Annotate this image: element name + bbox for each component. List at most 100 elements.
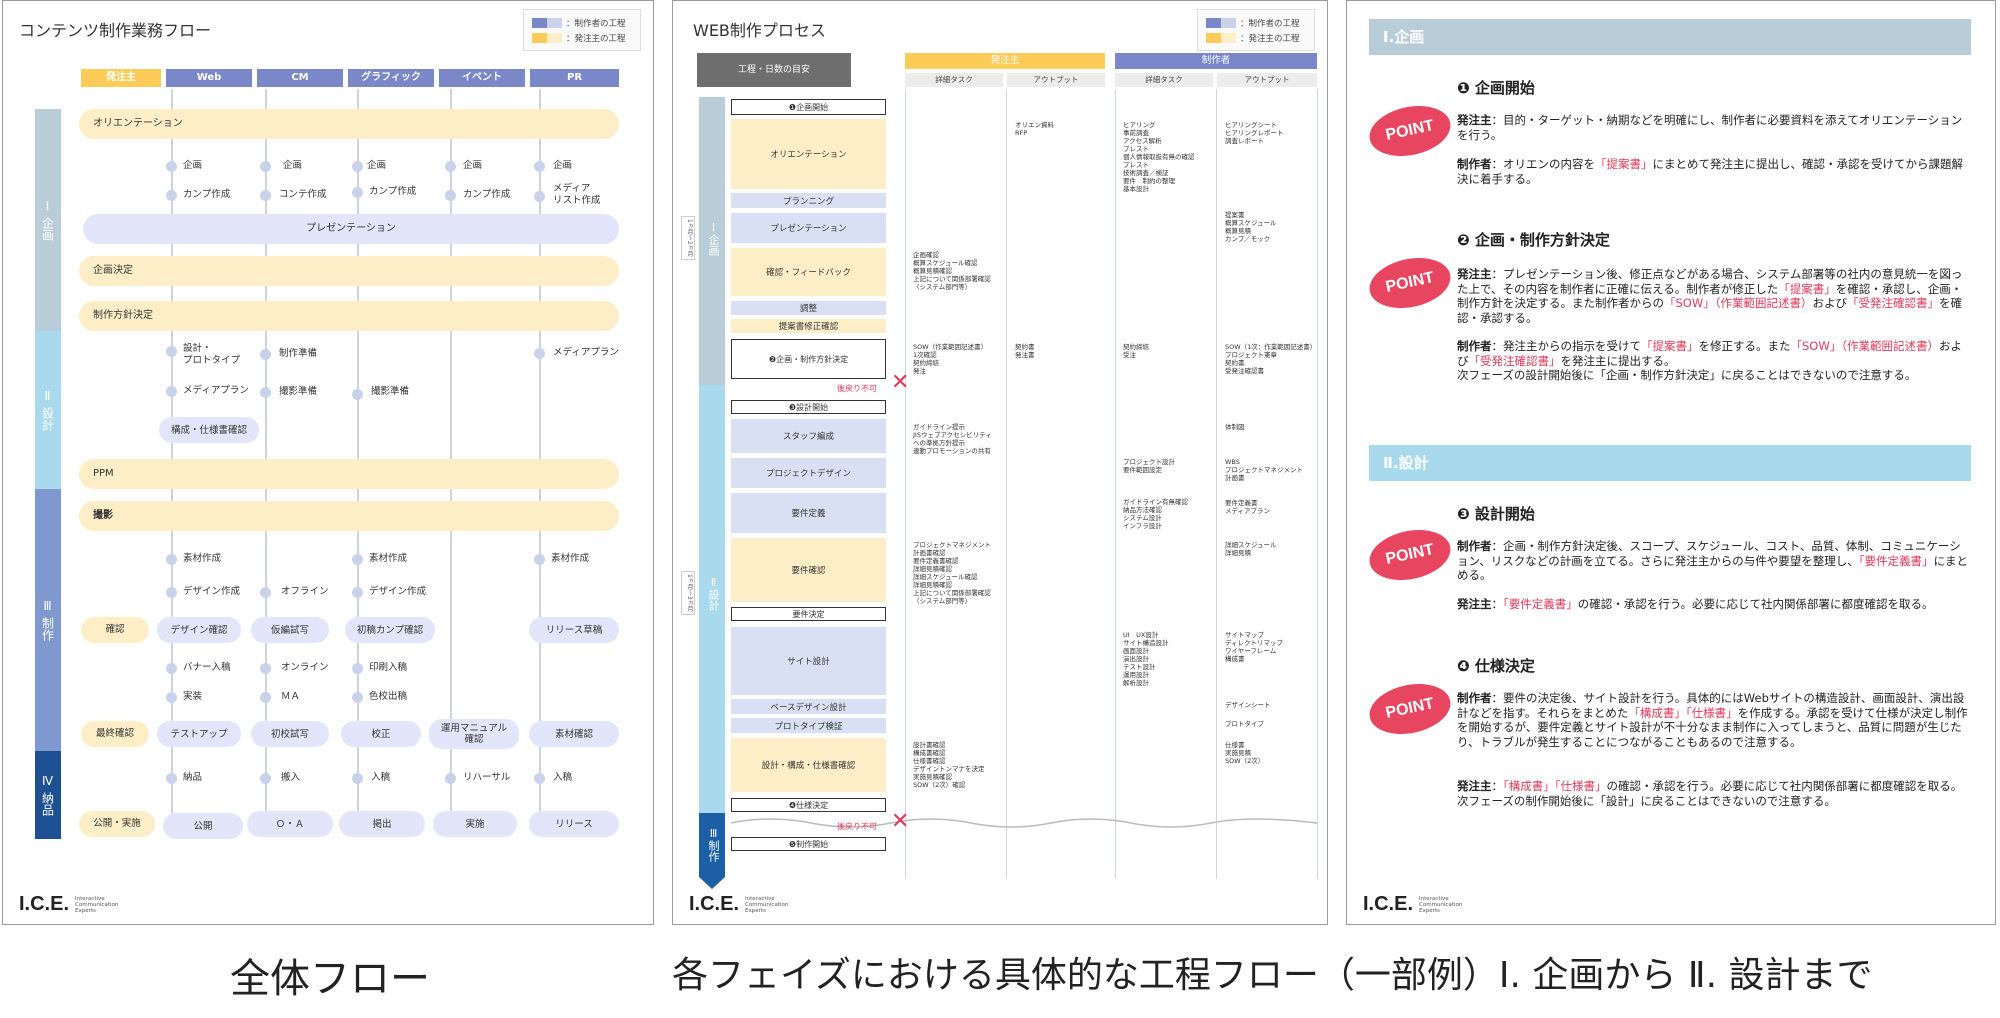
dot bbox=[260, 349, 271, 360]
cell: 契約締結 受注 bbox=[1123, 343, 1149, 359]
col-graphic: グラフィック bbox=[348, 69, 434, 87]
orient-band: オリエンテーション bbox=[79, 109, 619, 139]
step-box: ❶企画開始 bbox=[731, 99, 886, 115]
web-item: カンプ作成 bbox=[183, 189, 231, 200]
cell: プロトタイプ bbox=[1225, 720, 1264, 728]
dot bbox=[166, 554, 177, 565]
step-box: 提案書修正確認 bbox=[731, 319, 886, 333]
grid-line bbox=[1115, 89, 1116, 879]
event-item: カンプ作成 bbox=[463, 189, 511, 200]
spec-check-chip: 構成・仕様書確認 bbox=[159, 417, 259, 443]
cm-item: 撮影準備 bbox=[279, 386, 318, 397]
decide-band: 企画決定 bbox=[79, 256, 619, 286]
legend-creator: ：制作者の工程 bbox=[566, 18, 626, 29]
cell: 体制図 bbox=[1225, 423, 1245, 431]
graphic-item: 色校出稿 bbox=[369, 691, 408, 702]
cell: SOW（作業範囲記述書） 1次確認 契約締結 発注 bbox=[913, 343, 988, 375]
point-text: 制作者：要件の決定後、サイト設計を行う。具体的にはWebサイトの構造設計、画面設… bbox=[1457, 691, 1968, 749]
point-text: 発注主：「要件定義書」の確認・承認を行う。必要に応じて社内関係部署に都度確認を取… bbox=[1457, 597, 1934, 611]
ppm-band: PPM bbox=[79, 459, 619, 489]
event-item: 企画 bbox=[463, 160, 483, 171]
dot bbox=[166, 386, 177, 397]
col-client: 発注主 bbox=[81, 69, 161, 87]
step-box: 要件定義 bbox=[731, 493, 886, 533]
cell: 提案書 概算スケジュール 概算見積 カンプ／モック bbox=[1225, 211, 1277, 243]
step-box: 確認・フィードバック bbox=[731, 248, 886, 296]
dot bbox=[445, 773, 456, 784]
graphic-item: 入稿 bbox=[371, 772, 391, 783]
client-task-header: 詳細タスク bbox=[905, 73, 1003, 87]
kamp-check-chip: 初稿カンプ確認 bbox=[345, 617, 435, 643]
dot bbox=[352, 663, 363, 674]
dot bbox=[260, 587, 271, 598]
release-draft-chip: リリース草稿 bbox=[529, 617, 619, 643]
ice-logo: I.C.E.Interactive Communication Experts bbox=[689, 893, 789, 915]
cell: デザインシート bbox=[1225, 701, 1271, 709]
creator-task-header: 詳細タスク bbox=[1115, 73, 1213, 87]
graphic-item: 撮影準備 bbox=[371, 386, 410, 397]
schedule-header: 工程・日数の目安 bbox=[697, 53, 851, 87]
dot bbox=[260, 663, 271, 674]
overall-flow-panel: コンテンツ制作業務フロー ：制作者の工程 ：発注主の工程 発注主 Web CM … bbox=[2, 0, 654, 925]
manual-chip: 運用マニュアル 確認 bbox=[429, 719, 519, 749]
point-title: ❹ 仕様決定 bbox=[1457, 657, 1535, 675]
cm-item: 搬入 bbox=[281, 772, 301, 783]
no-return-mark: ✕ bbox=[891, 809, 910, 834]
cell: ヒアリングシート ヒアリングレポート 調査レポート bbox=[1225, 121, 1284, 145]
panel-title: WEB制作プロセス bbox=[693, 21, 826, 40]
dot bbox=[445, 161, 456, 172]
pr-item: 入稿 bbox=[553, 772, 573, 783]
grid-line bbox=[1317, 89, 1318, 879]
point-text: 制作者：オリエンの内容を「提案書」にまとめて発注主に提出し、確認・承認を受けてか… bbox=[1457, 157, 1963, 186]
dot bbox=[352, 587, 363, 598]
karishi-chip: 仮編試写 bbox=[251, 617, 329, 643]
dot bbox=[260, 773, 271, 784]
cell: 要件定義書 メディアプラン bbox=[1225, 499, 1271, 515]
step-box: 調整 bbox=[731, 301, 886, 315]
point-title: ❶ 企画開始 bbox=[1457, 79, 1535, 97]
web-item: メディアプラン bbox=[183, 385, 249, 396]
cell: オリエン資料 RFP bbox=[1015, 121, 1054, 137]
step-box: ❺制作開始 bbox=[731, 837, 886, 851]
cell: UI UX設計 サイト構造設計 画面設計 演出設計 テスト設計 運用設計 解析設… bbox=[1123, 631, 1169, 687]
phase-design: Ⅱ 設計 bbox=[35, 331, 61, 489]
points-panel: Ⅰ.企画 Ⅱ.設計 POINT ❶ 企画開始 発注主：目的・ターゲット・納期など… bbox=[1346, 0, 1996, 925]
confirm-chip: 確認 bbox=[81, 617, 149, 643]
step-box: スタッフ編成 bbox=[731, 419, 886, 453]
creator-output-header: アウトプット bbox=[1217, 73, 1317, 87]
step-box: ❷企画・制作方針決定 bbox=[731, 339, 886, 379]
dot bbox=[166, 663, 177, 674]
phase-label: Ⅲ制作 bbox=[707, 827, 720, 862]
client-swatch bbox=[1206, 32, 1236, 43]
cm-item: オンライン bbox=[281, 662, 329, 673]
shoot-band: 撮影 bbox=[79, 501, 619, 531]
client-output-header: アウトプット bbox=[1007, 73, 1105, 87]
client-header: 発注主 bbox=[905, 53, 1105, 69]
legend-client: ：発注主の工程 bbox=[566, 33, 626, 44]
dot bbox=[352, 692, 363, 703]
graphic-item: 素材作成 bbox=[369, 553, 408, 564]
cell: 企画確認 概算スケジュール確認 概算見積確認 上記について関係部署確認 （システ… bbox=[913, 251, 991, 291]
dot bbox=[166, 346, 177, 357]
policy-band: 制作方針決定 bbox=[79, 301, 619, 331]
ice-logo: I.C.E.Interactive Communication Experts bbox=[1363, 893, 1463, 915]
dot bbox=[166, 190, 177, 201]
no-return-mark: ✕ bbox=[891, 370, 910, 395]
caption-left: 全体フロー bbox=[230, 956, 430, 1002]
dot bbox=[260, 161, 271, 172]
keisai-chip: 掲出 bbox=[339, 811, 425, 837]
cell: プロジェクトマネジメント 計画書確認 要件定義書確認 詳細見積確認 詳細スケジュ… bbox=[913, 541, 991, 605]
present-band: プレゼンテーション bbox=[83, 214, 619, 244]
dot bbox=[260, 387, 271, 398]
cell: WBS プロジェクトマネジメント 計画書 bbox=[1225, 458, 1303, 482]
point-badge: POINT bbox=[1364, 251, 1456, 315]
point-badge: POINT bbox=[1364, 523, 1456, 587]
step-box: 要件決定 bbox=[731, 607, 886, 621]
step-box: プロジェクトデザイン bbox=[731, 458, 886, 488]
point-text: 発注主：目的・ターゲット・納期などを明確にし、制作者に必要資料を添えてオリエンテ… bbox=[1457, 113, 1963, 142]
dot bbox=[445, 190, 456, 201]
pr-item: メディア リスト作成 bbox=[553, 183, 601, 206]
point-text: 発注主：「構成書」「仕様書」の確認・承認を行う。必要に応じて社内関係部署に都度確… bbox=[1457, 779, 1963, 808]
divider-wave bbox=[731, 818, 1317, 828]
point-badge: POINT bbox=[1364, 99, 1456, 163]
